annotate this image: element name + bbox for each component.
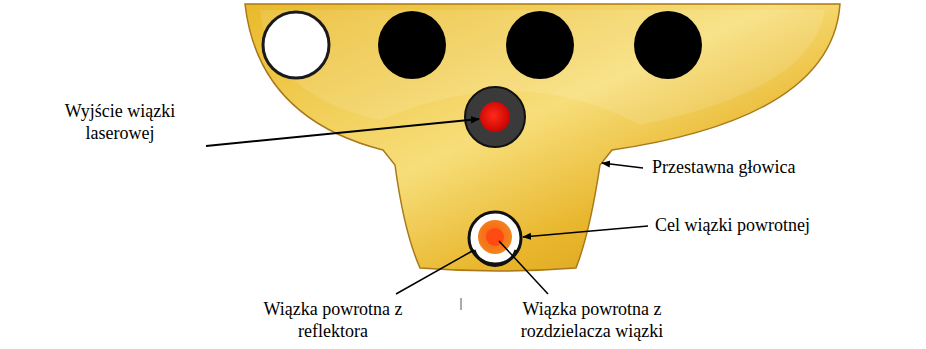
- head-highlight: [260, 10, 825, 125]
- laser-exit-ring: [465, 87, 525, 147]
- part-label: Wyjście wiązki laserowej: [40, 100, 200, 144]
- part-label: Cel wiązki powrotnej: [655, 214, 905, 236]
- black-port: [634, 11, 702, 79]
- part-label: Przestawna głowica: [652, 156, 917, 178]
- laser-exit: [480, 102, 510, 132]
- part-label: Wiązka powrotna z reflektora: [238, 298, 428, 342]
- black-port: [378, 11, 446, 79]
- part-label: Wiązka powrotna z rozdzielacza wiązki: [492, 298, 692, 342]
- leader-line: [499, 241, 548, 294]
- leader-line: [602, 163, 643, 168]
- leader-line: [396, 250, 474, 294]
- tick-mark: [461, 298, 462, 310]
- leader-line: [523, 226, 648, 237]
- white-port: [263, 12, 329, 78]
- black-port: [506, 11, 574, 79]
- leader-line: [206, 119, 479, 146]
